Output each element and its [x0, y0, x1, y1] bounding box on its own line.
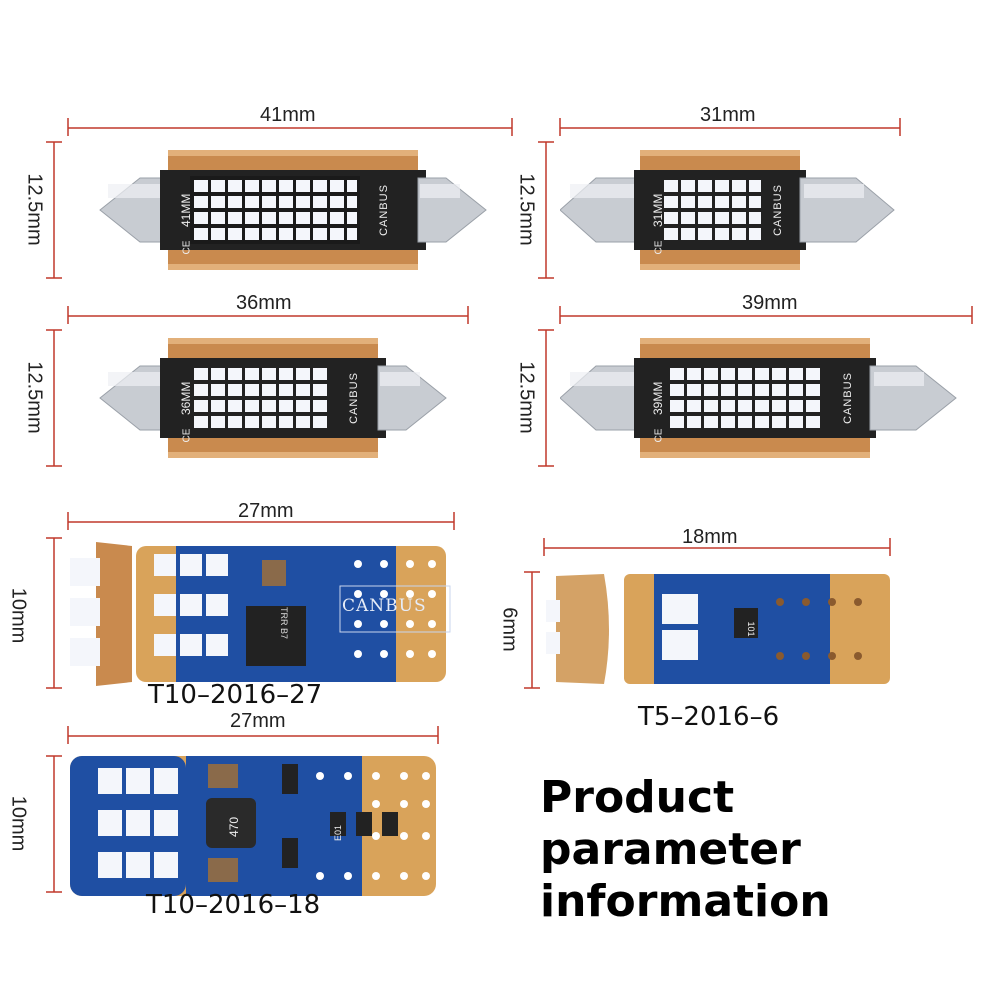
- dimension-line-horizontal: [67, 512, 455, 530]
- dimension-line-horizontal: [543, 538, 891, 556]
- pcb-size-code: 31MM: [651, 193, 665, 227]
- length-label: 31mm: [700, 104, 756, 126]
- height-label: 6mm: [498, 607, 521, 652]
- dimension-line-horizontal: [67, 118, 513, 136]
- festoon-bulb-image: [99, 338, 447, 458]
- title-line-1: Product parameter: [540, 772, 801, 875]
- dimension-line-vertical: [538, 141, 554, 279]
- pcb-brand: CANBUS: [342, 596, 427, 616]
- dimension-line-vertical: [524, 571, 540, 689]
- dimension-line-horizontal: [559, 306, 973, 324]
- chip-marking: TRR B7: [279, 606, 289, 639]
- festoon-bulb-image: [99, 150, 487, 270]
- model-label: T5–2016–6: [638, 702, 780, 732]
- length-label: 27mm: [230, 710, 286, 732]
- length-label: 27mm: [238, 500, 294, 522]
- pcb-size-code: 36MM: [179, 381, 193, 415]
- festoon-41mm: 41mm 12.5mm CE 41MM CANBUS: [0, 100, 520, 280]
- dimension-line-vertical: [46, 537, 62, 689]
- height-label: 10mm: [7, 795, 30, 852]
- pcb-brand: CANBUS: [377, 184, 390, 236]
- height-label: 12.5mm: [515, 361, 538, 434]
- pcb-size-code: 39MM: [651, 381, 665, 415]
- pcb-ce-mark: CE: [653, 240, 665, 255]
- wedge-t5-6: 18mm 6mm 101 T5–2016–6: [498, 526, 1000, 736]
- wedge-bulb-image: [70, 542, 451, 686]
- dimension-line-vertical: [538, 329, 554, 467]
- pcb-ce-mark: CE: [181, 240, 193, 255]
- pcb-size-code: 41MM: [179, 193, 193, 227]
- length-label: 39mm: [742, 292, 798, 314]
- wedge-t10-27: 27mm 10mm TRR B7 CANBUS T10–2016–27: [0, 500, 500, 710]
- pcb-brand: CANBUS: [771, 184, 784, 236]
- dimension-line-horizontal: [67, 306, 469, 324]
- resistor-marking: E01: [333, 824, 344, 842]
- title-line-2: information: [540, 876, 831, 927]
- model-label: T10–2016–27: [148, 680, 323, 710]
- festoon-36mm: 36mm 12.5mm 36MM CE CANBUS: [0, 288, 520, 468]
- chip-marking: 101: [746, 621, 756, 637]
- festoon-31mm: 31mm 12.5mm 31MM CE CANBUS: [510, 100, 1000, 280]
- height-label: 12.5mm: [23, 361, 46, 434]
- wedge-bulb-image: [70, 756, 436, 896]
- festoon-39mm: 39mm 12.5mm 39MM CE CANBUS: [510, 288, 1000, 468]
- height-label: 12.5mm: [515, 173, 538, 246]
- length-label: 41mm: [260, 104, 316, 126]
- length-label: 18mm: [682, 526, 738, 548]
- wedge-t10-18: 27mm 10mm 470 E01 T10–2016–18: [0, 706, 500, 936]
- pcb-ce-mark: CE: [653, 428, 665, 443]
- pcb-brand: CANBUS: [347, 372, 360, 424]
- festoon-bulb-image: [560, 150, 895, 270]
- length-label: 36mm: [236, 292, 292, 314]
- festoon-bulb-image: [560, 338, 957, 458]
- dimension-line-horizontal: [67, 726, 439, 744]
- wedge-bulb-image: [546, 574, 890, 684]
- height-label: 10mm: [7, 587, 30, 644]
- inductor-marking: 470: [227, 816, 242, 838]
- dimension-line-vertical: [46, 141, 62, 279]
- dimension-line-horizontal: [559, 118, 901, 136]
- dimension-line-vertical: [46, 755, 62, 893]
- height-label: 12.5mm: [23, 173, 46, 246]
- model-label: T10–2016–18: [146, 890, 321, 920]
- page-title: Product parameter information: [540, 772, 990, 928]
- pcb-brand: CANBUS: [841, 372, 854, 424]
- pcb-ce-mark: CE: [181, 428, 193, 443]
- dimension-line-vertical: [46, 329, 62, 467]
